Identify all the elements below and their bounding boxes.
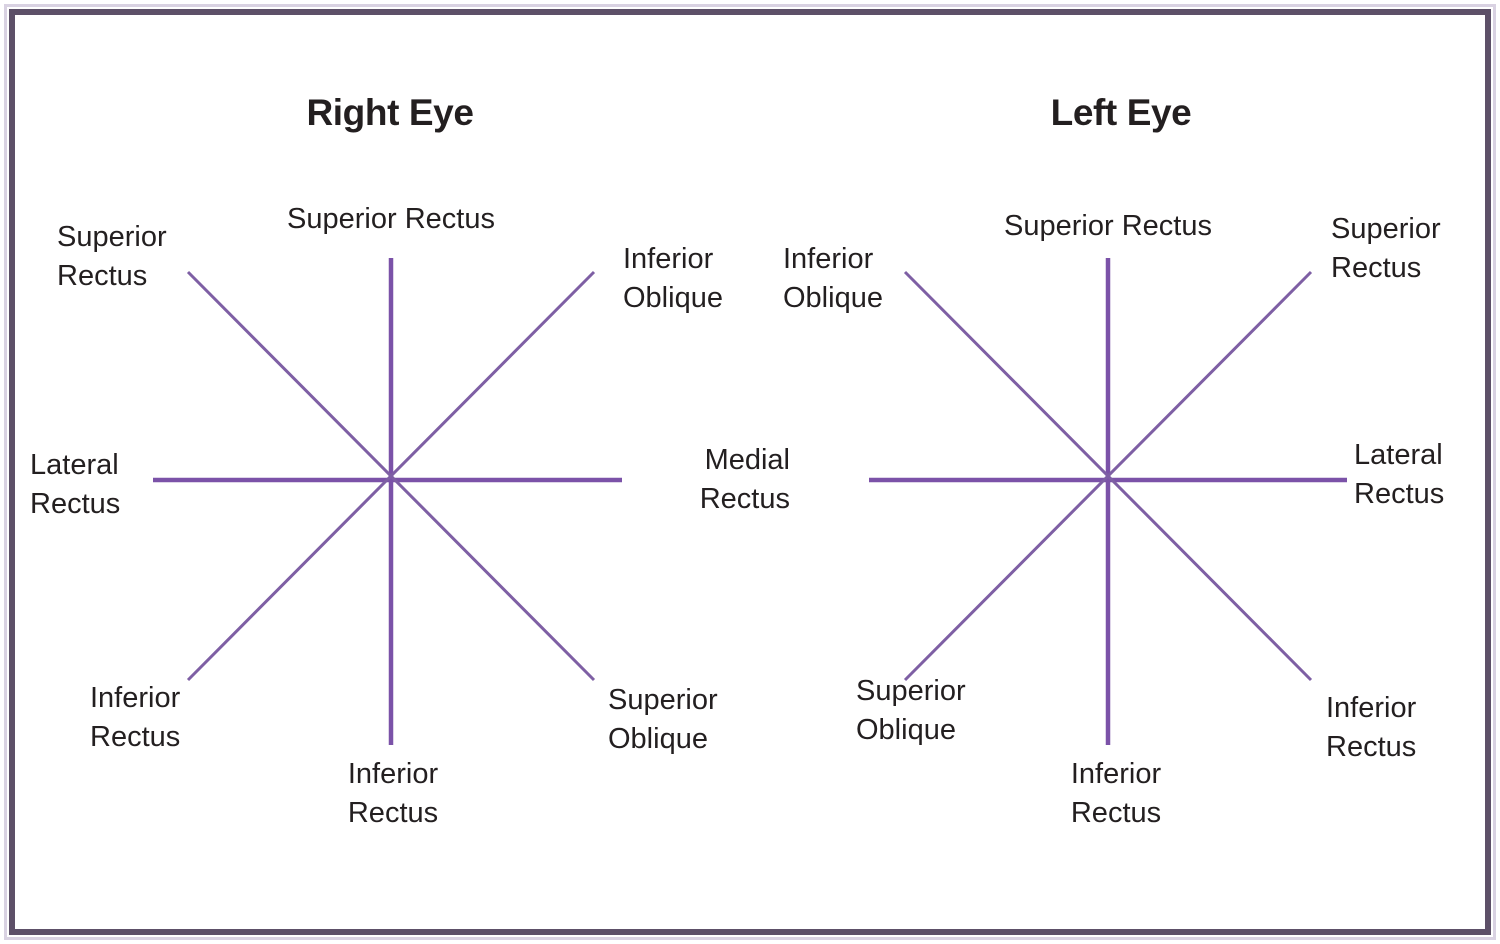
label-left-down-outer-inferior-rectus: Inferior Rectus [1326,692,1417,763]
panel-title-right-eye: Right Eye [306,92,474,133]
label-left-up-superior-rectus: Superior Rectus [1004,210,1212,242]
label-right-up-superior-rectus: Superior Rectus [287,203,495,235]
label-left-up-outer-superior-rectus: Superior Rectus [1331,213,1441,284]
label-right-down-outer-inferior-rectus: Inferior Rectus [90,682,181,753]
label-right-up-inner-inferior-oblique: Inferior Oblique [623,243,723,314]
label-right-up-outer-superior-rectus: Superior Rectus [57,221,167,292]
gaze-star-left-eye [869,258,1347,745]
label-left-lateral-rectus: Lateral Rectus [1354,439,1445,510]
label-right-down-inner-superior-oblique: Superior Oblique [608,684,718,755]
panel-right-eye: Right Eye Superior Rectus Superior Rectu… [30,92,723,829]
panel-title-left-eye: Left Eye [1050,92,1192,133]
panel-left-eye: Left Eye Superior Rectus Inferior Obliqu… [750,0,1500,944]
label-left-up-inner-inferior-oblique: Inferior Oblique [783,243,883,314]
gaze-star-right-eye [153,258,622,745]
ray-diagonal-ne-sw [903,270,1313,682]
label-left-down-inner-superior-oblique: Superior Oblique [856,675,966,746]
label-right-lateral-rectus: Lateral Rectus [30,449,121,520]
label-right-down-inferior-rectus: Inferior Rectus [347,758,439,829]
label-left-down-inferior-rectus: Inferior Rectus [1070,758,1162,829]
label-shared-medial-rectus: Medial Rectus [699,444,790,515]
ray-diagonal-ne-sw [186,270,596,682]
